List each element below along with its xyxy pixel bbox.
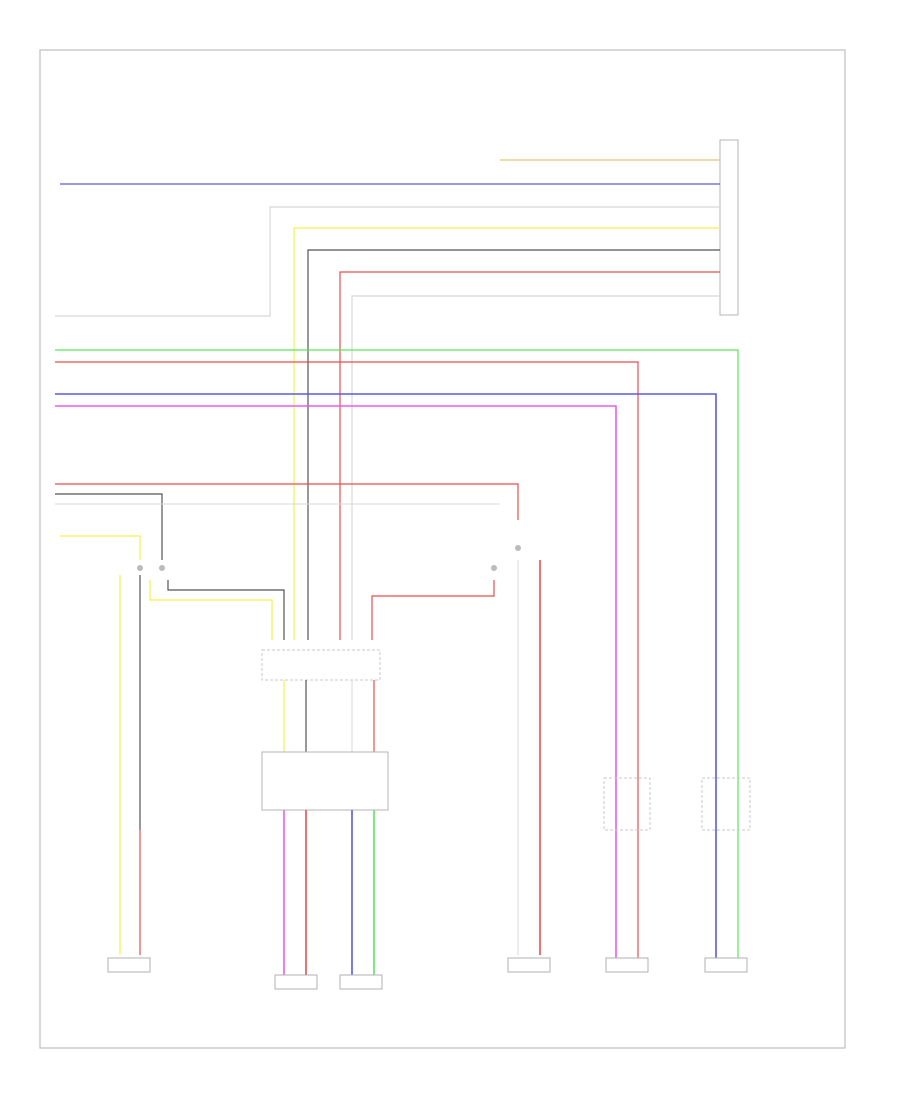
wire-red-right-jog: [371, 580, 495, 640]
wire-yellow-top: [293, 227, 720, 640]
connector-main: [261, 751, 389, 811]
wire-black-top: [307, 249, 720, 640]
left-door-speaker-box: [603, 777, 651, 831]
wire-red-top: [339, 271, 720, 640]
wire-yellow-mid: [60, 535, 141, 560]
speaker-sp1: [107, 957, 151, 973]
wire-pink-long: [55, 405, 617, 960]
splice-left-1: [137, 565, 143, 571]
wire-black-jog: [167, 580, 285, 640]
wire-white-top: [55, 206, 720, 317]
wire-gray-top: [351, 295, 720, 640]
wire-green-long: [55, 349, 739, 960]
splice-left-2: [159, 565, 165, 571]
wire-black-mid: [55, 493, 163, 560]
audio-unit-connector: [719, 139, 739, 316]
connector-top: [261, 649, 381, 681]
wire-red-mid: [55, 483, 519, 520]
speaker-sp3: [339, 974, 383, 990]
wire-red-long: [55, 361, 639, 960]
splice-right-1: [491, 565, 497, 571]
diagram-frame: [39, 49, 846, 1049]
splice-right-2: [515, 545, 521, 551]
right-door-speaker-box: [701, 777, 751, 831]
wire-blue-long: [55, 393, 717, 960]
speaker-sp2: [274, 974, 318, 990]
speaker-sp5: [605, 957, 649, 973]
speaker-sp4: [507, 957, 551, 973]
wire-yellow-jog: [149, 580, 273, 640]
speaker-sp6: [704, 957, 748, 973]
